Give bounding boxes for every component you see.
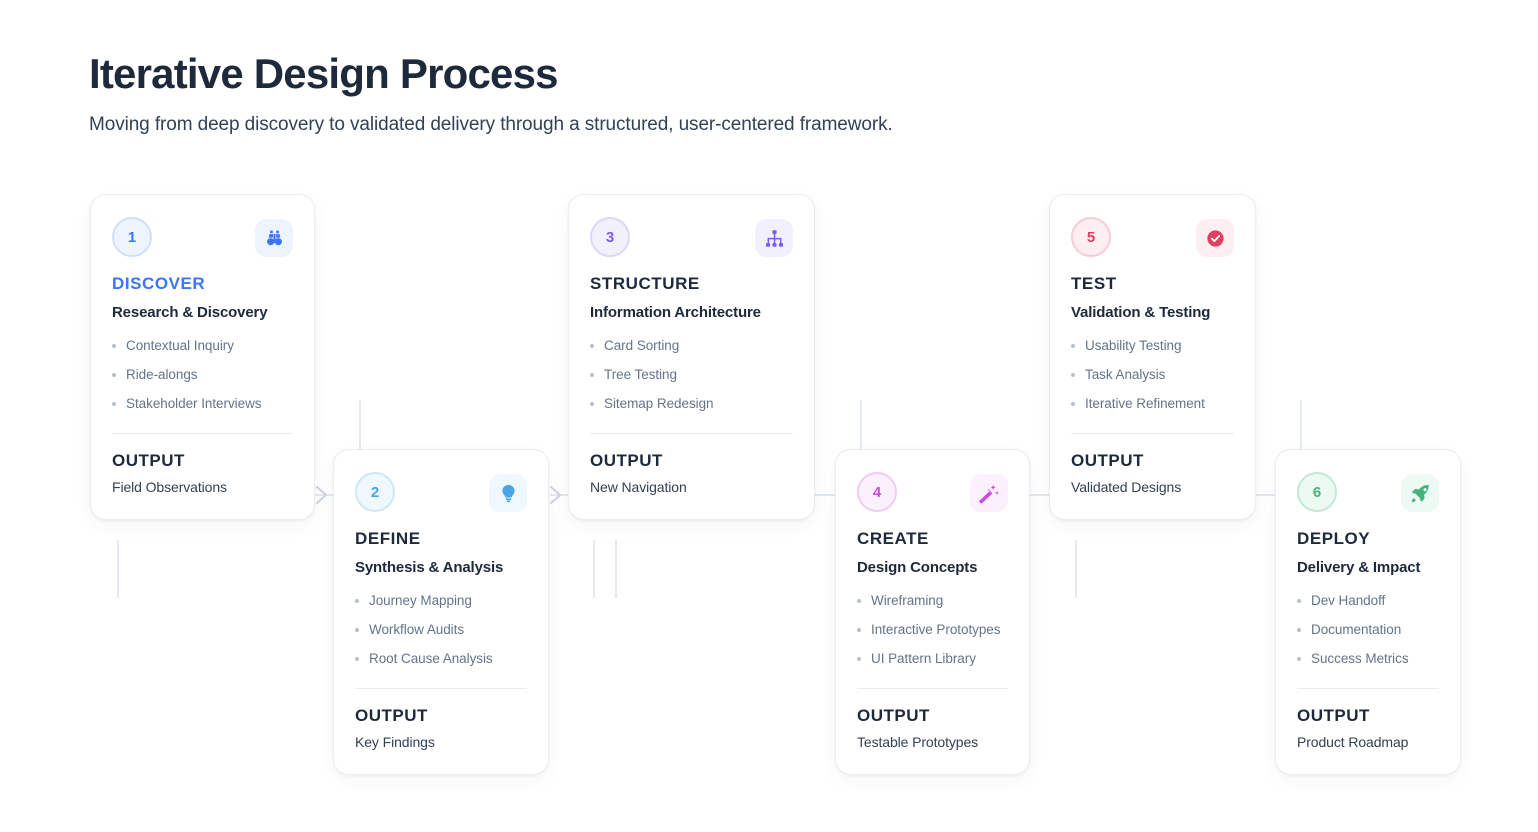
activity-item: Tree Testing <box>590 367 793 382</box>
phase-label: DEPLOY <box>1297 529 1371 548</box>
page-title: Iterative Design Process <box>89 50 559 97</box>
card-divider <box>112 433 293 435</box>
step-number-badge: 6 <box>1297 472 1337 512</box>
activity-item: Wireframing <box>857 593 1008 608</box>
page-subtitle: Moving from deep discovery to validated … <box>89 114 893 136</box>
activity-item: Journey Mapping <box>355 593 527 608</box>
output-heading: OUTPUT <box>1297 706 1370 726</box>
rocket-icon <box>1401 474 1439 512</box>
step-number: 2 <box>370 483 380 501</box>
phase-subtitle: Research & Discovery <box>112 303 268 321</box>
activity-item: Interactive Prototypes <box>857 622 1008 637</box>
arrow-1-to-2 <box>316 486 327 504</box>
magic-wand-icon <box>970 474 1008 512</box>
activity-item: Iterative Refinement <box>1071 396 1234 411</box>
output-value: Validated Designs <box>1071 479 1182 496</box>
card-divider <box>590 433 793 435</box>
output-heading: OUTPUT <box>112 451 185 471</box>
output-value: Field Observations <box>112 479 227 496</box>
card-header: 1 <box>112 217 293 259</box>
activity-item: Usability Testing <box>1071 338 1234 353</box>
phase-label: DISCOVER <box>112 274 206 293</box>
output-value: Product Roadmap <box>1297 734 1409 751</box>
card-header: 6 <box>1297 472 1439 514</box>
step-number-badge: 1 <box>112 217 152 257</box>
activity-item: Root Cause Analysis <box>355 651 527 666</box>
phase-label: DEFINE <box>355 529 421 548</box>
phase-subtitle: Synthesis & Analysis <box>355 558 504 576</box>
activity-item: Task Analysis <box>1071 367 1234 382</box>
card-divider <box>1297 688 1439 690</box>
card-divider <box>857 688 1008 690</box>
phase-label: STRUCTURE <box>590 274 700 293</box>
activity-item: Dev Handoff <box>1297 593 1439 608</box>
phase-label: CREATE <box>857 529 929 548</box>
phase-subtitle: Validation & Testing <box>1071 303 1211 321</box>
phase-subtitle: Information Architecture <box>590 303 761 321</box>
step-number: 4 <box>872 483 882 501</box>
activity-item: Workflow Audits <box>355 622 527 637</box>
phase-label: TEST <box>1071 274 1117 293</box>
phase-subtitle: Delivery & Impact <box>1297 558 1421 576</box>
step-number: 5 <box>1086 228 1096 246</box>
activity-item: Card Sorting <box>590 338 793 353</box>
card-header: 4 <box>857 472 1008 514</box>
check-circle-icon <box>1196 219 1234 257</box>
step-number-badge: 3 <box>590 217 630 257</box>
card-divider <box>355 688 527 690</box>
card-divider <box>1071 433 1234 435</box>
arrow-2-to-3 <box>550 486 561 504</box>
card-header: 3 <box>590 217 793 259</box>
activity-item: Success Metrics <box>1297 651 1439 666</box>
page-header: Iterative Design Process Moving from dee… <box>89 50 1389 136</box>
lightbulb-icon <box>489 474 527 512</box>
activity-item: Sitemap Redesign <box>590 396 793 411</box>
output-value: Testable Prototypes <box>857 734 979 751</box>
card-header: 5 <box>1071 217 1234 259</box>
output-heading: OUTPUT <box>857 706 930 726</box>
step-number: 1 <box>127 228 137 246</box>
step-number-badge: 2 <box>355 472 395 512</box>
activity-item: UI Pattern Library <box>857 651 1008 666</box>
step-number-badge: 5 <box>1071 217 1111 257</box>
output-value: Key Findings <box>355 734 435 751</box>
activity-item: Documentation <box>1297 622 1439 637</box>
output-heading: OUTPUT <box>590 451 663 471</box>
step-number-badge: 4 <box>857 472 897 512</box>
activity-item: Contextual Inquiry <box>112 338 293 353</box>
step-number: 3 <box>605 228 615 246</box>
sitemap-icon <box>755 219 793 257</box>
activity-item: Ride-alongs <box>112 367 293 382</box>
card-header: 2 <box>355 472 527 514</box>
binoculars-icon <box>255 219 293 257</box>
output-heading: OUTPUT <box>1071 451 1144 471</box>
output-value: New Navigation <box>590 479 687 496</box>
step-number: 6 <box>1312 483 1322 501</box>
activity-item: Stakeholder Interviews <box>112 396 293 411</box>
phase-subtitle: Design Concepts <box>857 558 978 576</box>
output-heading: OUTPUT <box>355 706 428 726</box>
